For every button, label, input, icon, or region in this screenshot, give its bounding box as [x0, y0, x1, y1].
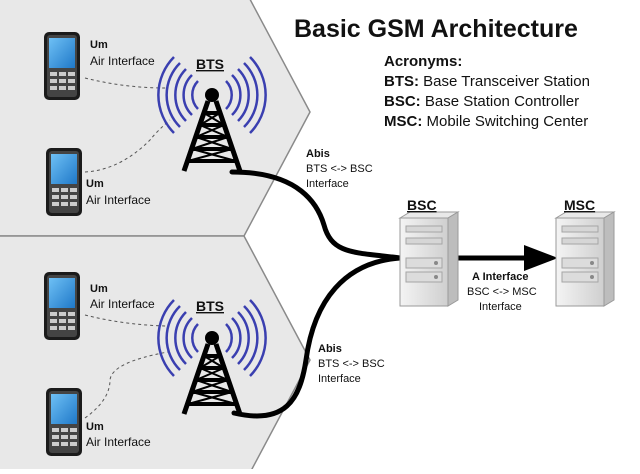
um-label: Um — [86, 178, 104, 190]
diagram-title: Basic GSM Architecture — [294, 15, 578, 43]
abis-title: Abis — [318, 343, 342, 355]
server-icon — [399, 211, 459, 307]
abis-line: BTS <-> BSC — [318, 358, 385, 370]
air-interface-label: Air Interface — [90, 54, 155, 68]
bsc-label: BSC — [407, 197, 437, 213]
acronym-item: MSC: Mobile Switching Center — [384, 113, 588, 130]
air-interface-label: Air Interface — [86, 435, 151, 449]
abis-line: Interface — [306, 178, 349, 190]
um-label: Um — [86, 421, 104, 433]
abis-line: Interface — [318, 373, 361, 385]
air-interface-label: Air Interface — [86, 193, 151, 207]
bts-label: BTS — [196, 56, 224, 72]
bts-label: BTS — [196, 298, 224, 314]
msc-label: MSC — [564, 197, 595, 213]
acronym-item: BSC: Base Station Controller — [384, 93, 579, 110]
mobile-phone-icon — [46, 148, 82, 216]
server-icon — [555, 211, 615, 307]
acronyms-heading: Acronyms: — [384, 53, 462, 70]
acronym-item: BTS: Base Transceiver Station — [384, 73, 590, 90]
um-link-top-2 — [84, 119, 171, 173]
a-interface-line: Interface — [479, 301, 522, 313]
um-link-bottom-1 — [84, 314, 167, 327]
um-label: Um — [90, 39, 108, 51]
abis-title: Abis — [306, 148, 330, 160]
abis-line: BTS <-> BSC — [306, 163, 373, 175]
arrowhead-icon — [524, 245, 558, 271]
abis-link-bottom — [231, 255, 403, 419]
air-interface-label: Air Interface — [90, 297, 155, 311]
a-interface-line: BSC <-> MSC — [467, 286, 537, 298]
a-interface-title: A Interface — [472, 271, 528, 283]
mobile-phone-icon — [44, 272, 80, 340]
um-label: Um — [90, 283, 108, 295]
mobile-phone-icon — [44, 32, 80, 100]
abis-link-top — [229, 169, 403, 261]
mobile-phone-icon — [46, 388, 82, 456]
